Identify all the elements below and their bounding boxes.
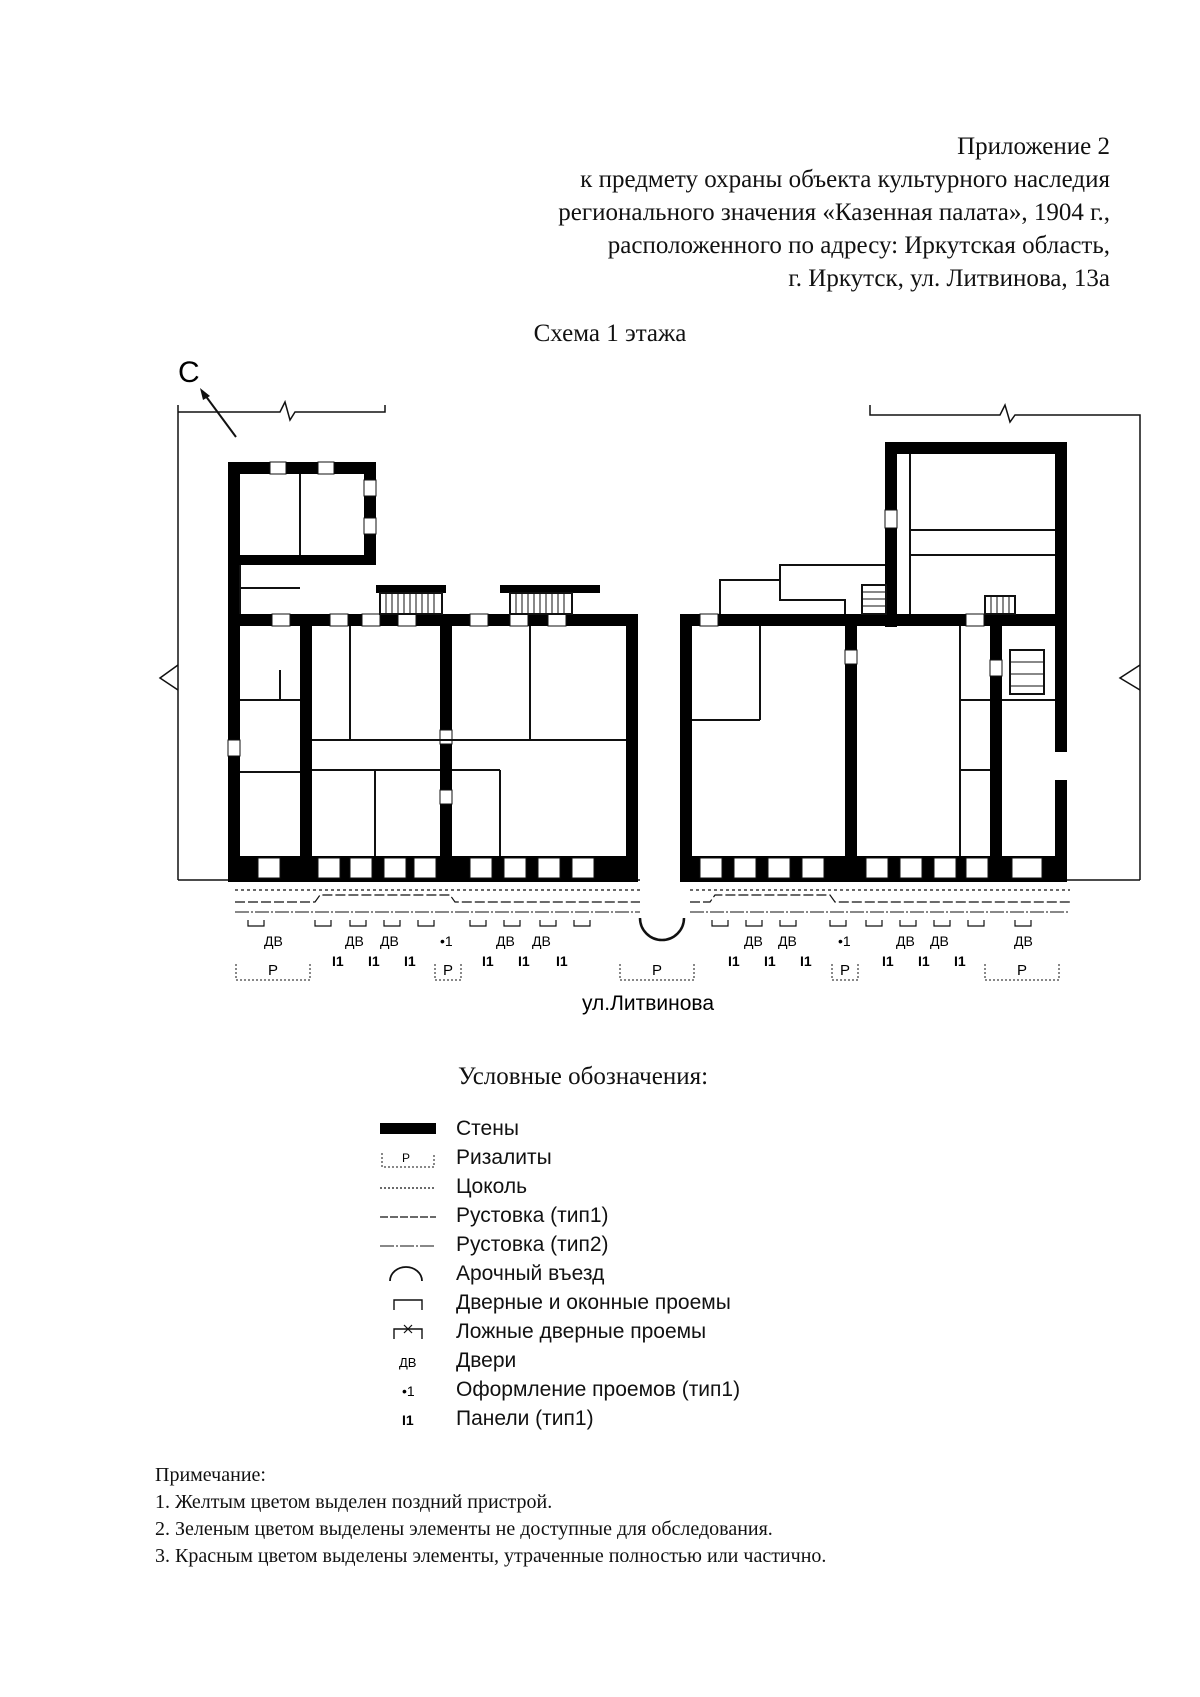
north-arrow-head-icon <box>200 388 210 400</box>
risalit-symbol-icon: Р <box>381 1151 435 1168</box>
svg-text:I1: I1 <box>402 1412 414 1428</box>
panel-label: I1 <box>882 953 894 969</box>
plinth-lines <box>235 889 1070 913</box>
panel-label: I1 <box>332 953 344 969</box>
svg-text:•1: •1 <box>402 1383 415 1399</box>
panel-symbol-icon: I1 <box>402 1412 414 1428</box>
risalit-label: Р <box>840 962 850 979</box>
facade-openings <box>227 461 595 879</box>
arch-symbol-icon <box>389 1266 423 1282</box>
legend-label: Цоколь <box>456 1175 528 1198</box>
legend-label: Ложные дверные проемы <box>456 1320 707 1343</box>
panel-label: I1 <box>954 953 966 969</box>
rustication-2-symbol-icon <box>380 1245 436 1247</box>
legend-label: Оформление проемов (тип1) <box>456 1378 741 1401</box>
panel-label: I1 <box>800 953 812 969</box>
stairs-left <box>379 592 573 615</box>
legend-label: Двери <box>456 1349 517 1372</box>
legend-label: Панели (тип1) <box>456 1407 594 1430</box>
note-item: 2. Зеленым цветом выделены элементы не д… <box>155 1518 773 1540</box>
facade-openings <box>699 509 1043 879</box>
partitions <box>692 454 1055 856</box>
walls-symbol-icon <box>380 1123 436 1134</box>
street-label: ул.Литвинова <box>582 992 714 1015</box>
header-line: к предмету охраны объекта культурного на… <box>580 166 1110 193</box>
risalit-labels: Р Р Р Р Р <box>268 962 1027 979</box>
panel-labels: I1 I1 I1 I1 I1 I1 I1 I1 I1 I1 I1 I1 <box>332 953 966 969</box>
walls <box>228 462 638 882</box>
opening-decor-symbol-icon: •1 <box>402 1383 415 1399</box>
door-label: ДВ <box>532 933 551 949</box>
rustication-1-symbol-icon <box>380 1216 436 1218</box>
risalit-label: Р <box>652 962 662 979</box>
door-label: ДВ <box>930 933 949 949</box>
document-header: Приложение 2 к предмету охраны объекта к… <box>558 130 1110 295</box>
door-label: ДВ <box>1014 933 1033 949</box>
legend-label: Дверные и оконные проемы <box>456 1291 731 1314</box>
risalit-label: Р <box>1017 962 1027 979</box>
door-label: ДВ <box>778 933 797 949</box>
note-item: 3. Красным цветом выделены элементы, утр… <box>155 1545 827 1567</box>
opening-decor-label: •1 <box>440 933 453 949</box>
panel-label: I1 <box>482 953 494 969</box>
plinth-symbol-icon <box>380 1187 436 1189</box>
svg-text:ДВ: ДВ <box>399 1355 416 1370</box>
risalit-label: Р <box>268 962 278 979</box>
panel-label: I1 <box>518 953 530 969</box>
svg-text:Р: Р <box>402 1151 410 1165</box>
opening-symbol-icon <box>393 1299 423 1310</box>
door-label: ДВ <box>496 933 515 949</box>
door-labels: ДВ ДВ ДВ •1 ДВ ДВ ДВ ДВ •1 ДВ ДВ ДВ <box>264 933 1033 949</box>
legend-label: Рустовка (тип2) <box>456 1233 609 1256</box>
door-label: ДВ <box>744 933 763 949</box>
door-symbol-icon: ДВ <box>399 1355 416 1370</box>
partitions <box>239 474 626 856</box>
header-line: регионального значения «Казенная палата»… <box>558 199 1110 226</box>
legend-label: Стены <box>456 1117 519 1140</box>
legend-label: Арочный въезд <box>456 1262 605 1285</box>
door-label: ДВ <box>264 933 283 949</box>
opening-decor-label: •1 <box>838 933 851 949</box>
north-arrow-icon <box>201 390 237 438</box>
walls <box>680 442 1067 882</box>
north-label: С <box>178 356 200 389</box>
legend-title: Условные обозначения: <box>458 1063 709 1090</box>
header-line: Приложение 2 <box>957 133 1110 160</box>
notes: Примечание: 1. Желтым цветом выделен поз… <box>155 1462 826 1570</box>
risalit-marks <box>235 964 1060 981</box>
scheme-title: Схема 1 этажа <box>533 320 687 347</box>
panel-label: I1 <box>918 953 930 969</box>
panel-label: I1 <box>404 953 416 969</box>
panel-label: I1 <box>764 953 776 969</box>
door-label: ДВ <box>345 933 364 949</box>
header-line: расположенного по адресу: Иркутская обла… <box>607 232 1110 259</box>
door-label: ДВ <box>380 933 399 949</box>
stairs-right <box>861 584 1045 695</box>
panel-label: I1 <box>556 953 568 969</box>
floor-plan: С <box>158 356 1141 1015</box>
panel-label: I1 <box>728 953 740 969</box>
false-door-symbol-icon <box>393 1324 423 1339</box>
legend-label: Рустовка (тип1) <box>456 1204 609 1227</box>
risalit-label: Р <box>443 962 453 979</box>
header-line: г. Иркутск, ул. Литвинова, 13а <box>788 265 1110 292</box>
note-item: 1. Желтым цветом выделен поздний пристро… <box>155 1491 553 1513</box>
arch-entrance-icon <box>638 917 686 942</box>
notes-title: Примечание: <box>155 1464 266 1486</box>
panel-label: I1 <box>368 953 380 969</box>
door-label: ДВ <box>896 933 915 949</box>
facade-opening-marks <box>247 920 1032 927</box>
legend-label: Ризалиты <box>456 1146 552 1169</box>
